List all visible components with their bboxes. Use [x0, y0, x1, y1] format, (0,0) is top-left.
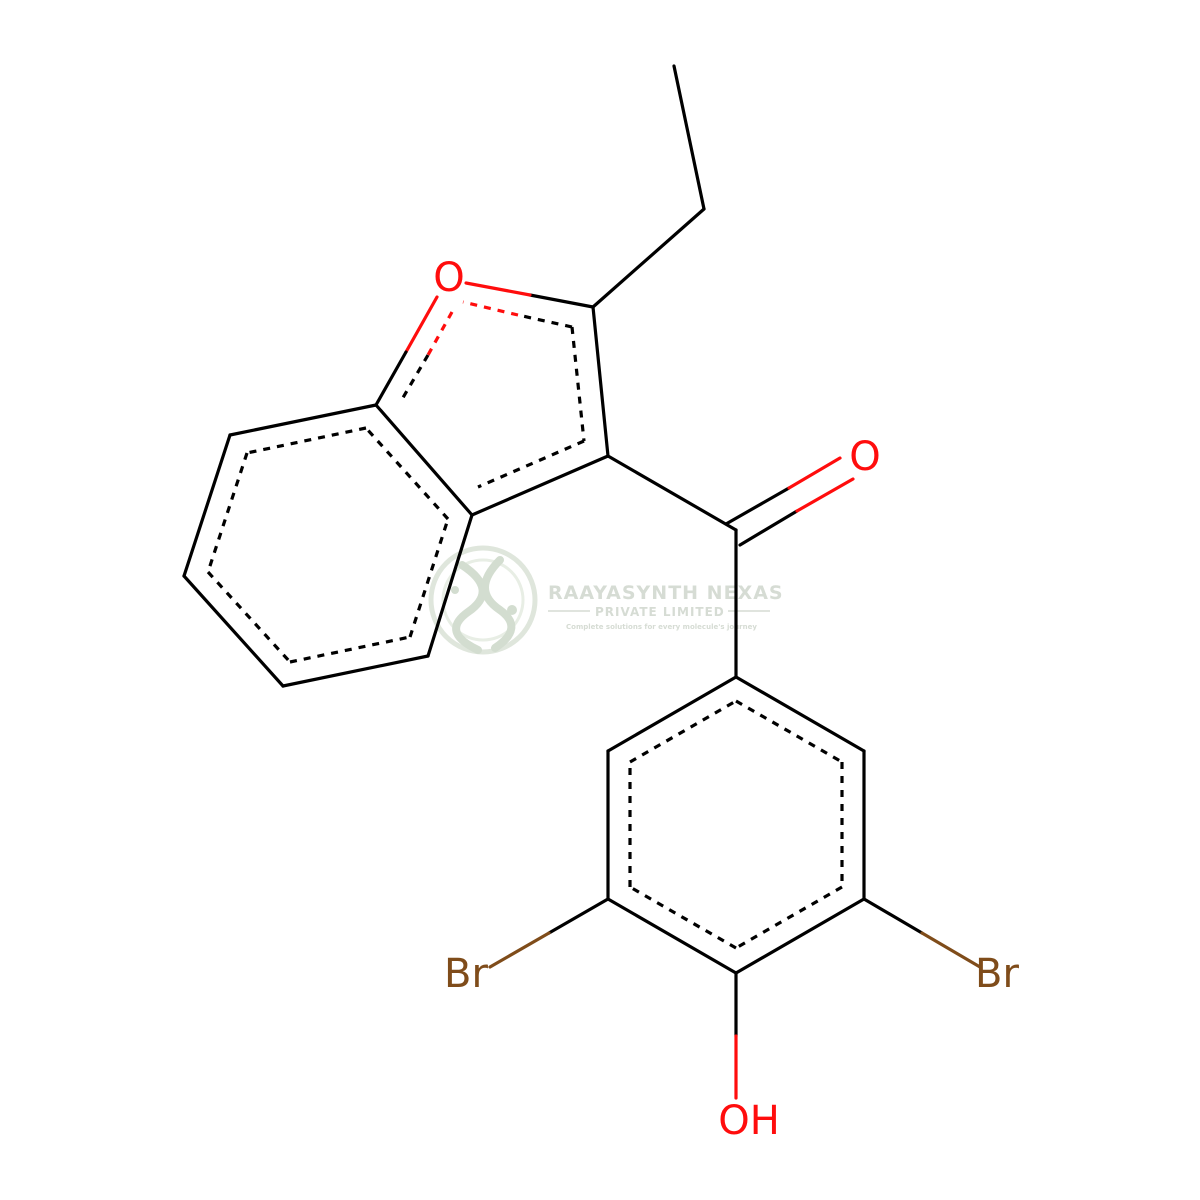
benzene-ring-fused	[182, 403, 474, 688]
bond-c-br-right	[862, 897, 924, 935]
bond-br-right-segment	[920, 931, 982, 969]
atom-label-ring-oxygen: O	[433, 255, 464, 301]
bond-ethyl-ch3	[672, 64, 706, 211]
watermark: RAAYASYNTH NEXAS PRIVATE LIMITED Complet…	[428, 545, 784, 655]
carbonyl-group	[606, 454, 855, 679]
atom-label-bromine-right: Br	[975, 951, 1019, 997]
bond-ethyl-ch2	[591, 207, 706, 309]
watermark-title: RAAYASYNTH NEXAS	[548, 582, 784, 604]
bond-c-br-left	[547, 897, 610, 935]
dna-helix-icon	[428, 545, 538, 655]
atom-label-carbonyl-oxygen: O	[849, 434, 880, 480]
phenyl-ring-dibromo	[606, 675, 866, 975]
watermark-subtitle: PRIVATE LIMITED	[595, 605, 725, 619]
atom-label-bromine-left: Br	[444, 951, 488, 997]
bond-br-left-segment	[488, 931, 551, 969]
furan-ring	[374, 281, 610, 517]
watermark-tagline: Complete solutions for every molecule's …	[566, 623, 757, 631]
atom-label-hydroxyl: OH	[718, 1098, 780, 1144]
